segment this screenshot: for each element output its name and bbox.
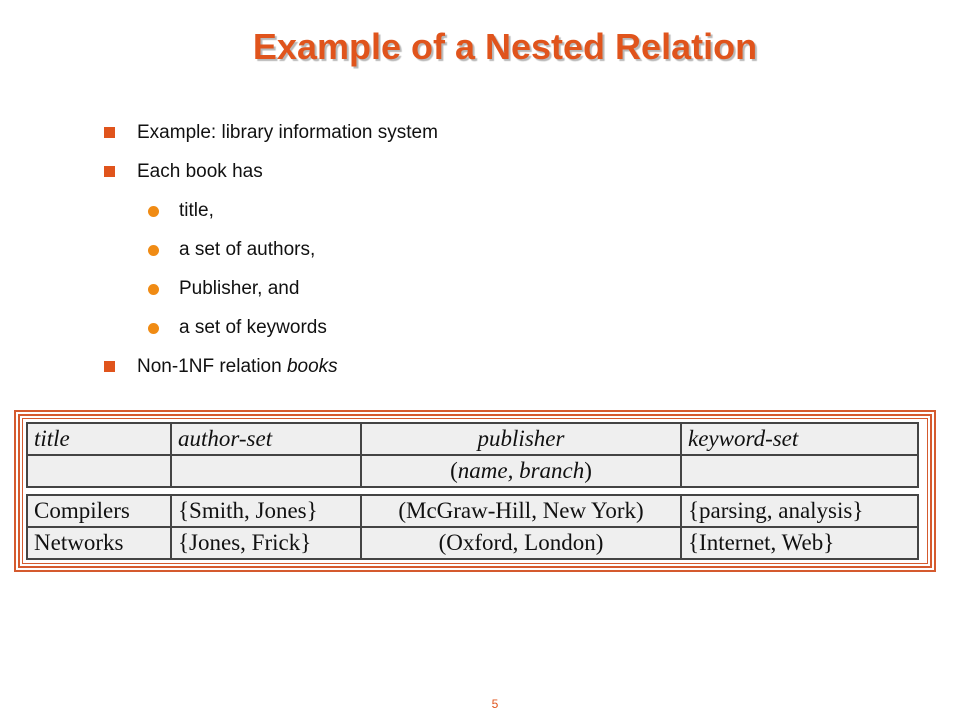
subheader-row: (name, branch) [26,454,919,488]
sub-bullet-item: Publisher, and [104,274,438,313]
subheader-fields: name, branch [457,458,585,483]
page-number: 5 [491,697,499,711]
bullet-item: Example: library information system [104,118,438,157]
bullet-text: Example: library information system [137,122,438,143]
books-relation-table: title author-set publisher keyword-set (… [26,422,919,560]
paren-close: ) [584,458,592,483]
cell-keyword-set: {parsing, analysis} [680,494,919,528]
header-publisher: publisher [360,422,682,456]
cell-publisher: (Oxford, London) [360,526,682,560]
cell-author-set: {Smith, Jones} [170,494,362,528]
bullet-text: Each book has [137,161,263,182]
table-container: title author-set publisher keyword-set (… [26,422,924,560]
cell-author-set: {Jones, Frick} [170,526,362,560]
header-keyword-set: keyword-set [680,422,919,456]
bullet-emphasis: books [286,356,338,377]
square-bullet-icon [104,361,115,372]
subheader-publisher: (name, branch) [360,454,682,488]
cell-publisher: (McGraw-Hill, New York) [360,494,682,528]
header-title: title [26,422,172,456]
subheader-empty [170,454,362,488]
cell-title: Compilers [26,494,172,528]
table-row: Networks {Jones, Frick} (Oxford, London)… [26,526,919,560]
round-bullet-icon [148,323,159,334]
table-frame: title author-set publisher keyword-set (… [14,410,936,572]
header-author-set: author-set [170,422,362,456]
paren-open: ( [450,458,458,483]
round-bullet-icon [148,245,159,256]
bullet-list: Example: library information system Each… [104,118,438,391]
table-row: Compilers {Smith, Jones} (McGraw-Hill, N… [26,494,919,528]
sub-bullet-item: title, [104,196,438,235]
sub-bullet-item: a set of keywords [104,313,438,352]
subheader-empty [26,454,172,488]
sub-bullet-item: a set of authors, [104,235,438,274]
subheader-empty [680,454,919,488]
sub-bullet-text: a set of authors, [179,239,316,260]
sub-bullet-text: a set of keywords [179,317,327,338]
sub-bullet-text: Publisher, and [179,278,300,299]
sub-bullet-text: title, [179,200,214,221]
square-bullet-icon [104,127,115,138]
round-bullet-icon [148,284,159,295]
bullet-text: Non-1NF relation [137,356,287,377]
cell-keyword-set: {Internet, Web} [680,526,919,560]
cell-title: Networks [26,526,172,560]
header-gap [27,487,918,495]
round-bullet-icon [148,206,159,217]
header-row: title author-set publisher keyword-set [26,422,919,456]
square-bullet-icon [104,166,115,177]
bullet-item: Each book has [104,157,438,196]
bullet-item: Non-1NF relation books [104,352,438,391]
gap-cell [27,487,918,495]
slide-title: Example of a Nested Relation [252,26,758,67]
